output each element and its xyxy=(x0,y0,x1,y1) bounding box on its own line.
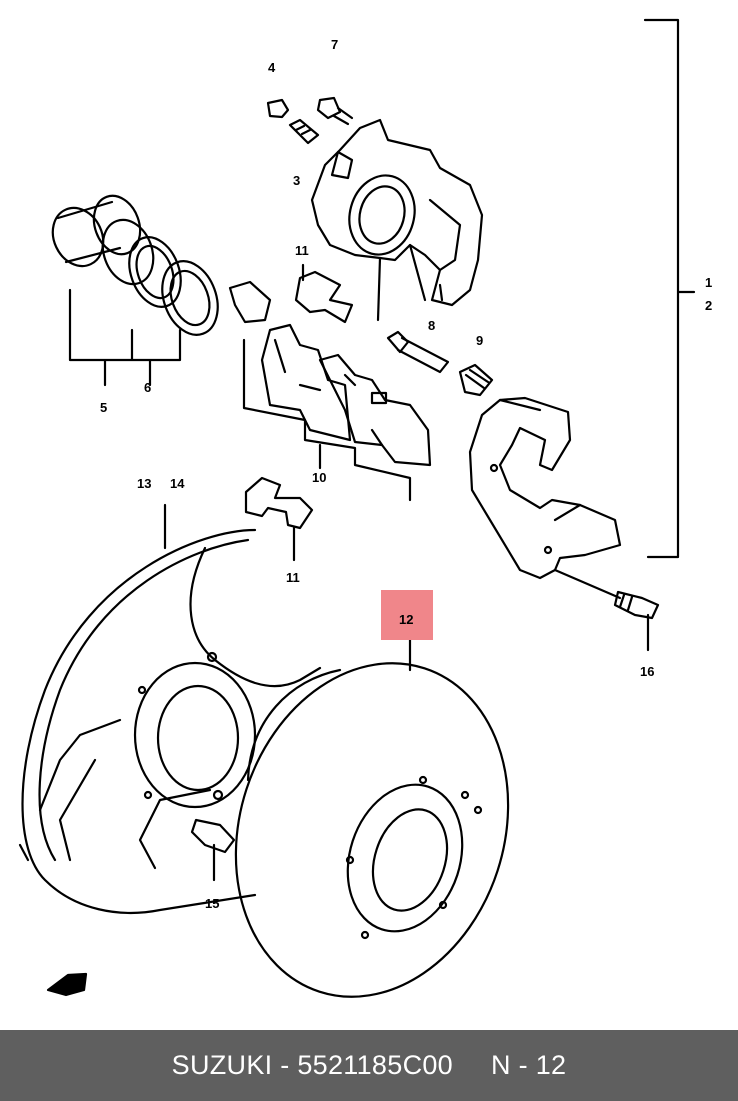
dust-shield xyxy=(18,503,322,915)
pad-spring-11-upper xyxy=(294,263,354,324)
callout-14: 14 xyxy=(170,476,185,491)
callout-6: 6 xyxy=(144,380,151,395)
callout-4: 4 xyxy=(268,60,276,75)
pad-leader xyxy=(242,338,412,502)
highlight-box xyxy=(381,590,433,640)
part-number-text: SUZUKI - 5521185C00 xyxy=(171,1050,453,1080)
pad-shim xyxy=(228,280,272,324)
callout-9: 9 xyxy=(476,333,483,348)
bolt-15 xyxy=(190,818,236,882)
bleeder-cap-4 xyxy=(266,98,290,119)
bolt-7 xyxy=(316,96,354,126)
brake-pad-10b xyxy=(318,353,432,467)
bolt-16-leader xyxy=(553,568,622,600)
piston-5 xyxy=(51,194,219,336)
callout-11-upper: 11 xyxy=(295,243,309,258)
callout-5: 5 xyxy=(100,400,107,415)
callout-15: 15 xyxy=(205,896,219,911)
footer-bar: SUZUKI - 5521185C00 N - 12 xyxy=(0,1030,738,1101)
caliper-bracket xyxy=(468,396,622,580)
pad-spring-11-lower xyxy=(244,476,314,562)
guide-pin-8 xyxy=(386,330,450,374)
callout-3: 3 xyxy=(293,173,300,188)
diagram-reference-text: N - 12 xyxy=(491,1050,567,1080)
callout-11-lower: 11 xyxy=(286,570,300,585)
callout-2: 2 xyxy=(705,298,712,313)
callout-16: 16 xyxy=(640,664,654,679)
caliper-body xyxy=(310,118,484,322)
piston-leader xyxy=(68,288,182,387)
callout-10: 10 xyxy=(312,470,326,485)
callout-7: 7 xyxy=(331,37,338,52)
bolt-16 xyxy=(613,590,660,652)
front-arrow-icon xyxy=(46,972,88,997)
callout-12: 12 xyxy=(399,612,413,627)
callout-8: 8 xyxy=(428,318,435,333)
bleeder-screw-3 xyxy=(288,118,320,145)
callout-1: 1 xyxy=(705,275,712,290)
callout-13: 13 xyxy=(137,476,151,491)
brake-exploded-diagram: 1 2 3 4 5 6 7 8 9 10 11 11 12 13 14 15 1… xyxy=(18,18,712,998)
brake-disc-12 xyxy=(234,638,510,998)
assembly-bracket xyxy=(643,18,696,559)
brake-pad-10a xyxy=(260,323,352,442)
boot-9 xyxy=(458,363,494,397)
